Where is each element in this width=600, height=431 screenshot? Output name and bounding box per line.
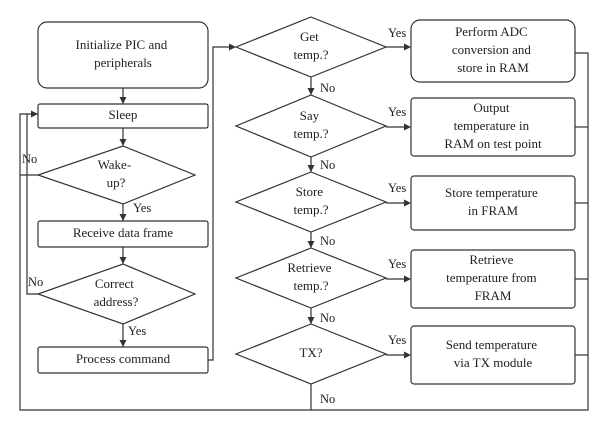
address-decision <box>36 263 197 325</box>
retrieve-yes-label: Yes <box>388 257 406 271</box>
retrieve-no-label: No <box>320 311 335 325</box>
arrowhead <box>119 214 127 221</box>
arrowhead <box>404 275 411 283</box>
get-no-label: No <box>320 81 335 95</box>
branch-labels: No Yes No Yes Yes No Yes No Yes No Yes N… <box>22 26 406 406</box>
arrow-tx-no-loop <box>19 175 312 411</box>
retrieve-temp-label: Retrieve temp.? <box>287 260 334 293</box>
wakeup-yes-label: Yes <box>133 201 151 215</box>
sleep-label: Sleep <box>109 107 138 122</box>
store-temp-label: Store temp.? <box>293 184 328 217</box>
return-bus <box>311 52 589 411</box>
sleep-box <box>37 103 209 129</box>
say-no-label: No <box>320 158 335 172</box>
arrow-process-to-get <box>208 46 229 361</box>
store-yes-label: Yes <box>388 181 406 195</box>
send-tx-label: Send temperature via TX module <box>446 337 541 370</box>
arrowhead <box>404 351 411 359</box>
arrowhead <box>119 340 127 347</box>
store-temp-decision <box>234 171 388 233</box>
arrowhead <box>307 317 315 324</box>
process-label: Process command <box>76 351 171 366</box>
process-box <box>37 346 209 374</box>
address-label: Correct address? <box>94 276 139 309</box>
send-tx-box <box>410 325 576 385</box>
wakeup-decision <box>36 145 197 205</box>
adc-box <box>410 19 576 83</box>
arrowhead <box>119 257 127 264</box>
store-fram-box <box>410 175 576 231</box>
node-labels: Initialize PIC and peripherals Sleep Wak… <box>73 24 542 370</box>
say-yes-label: Yes <box>388 105 406 119</box>
output-box <box>410 97 576 157</box>
arrowhead <box>119 139 127 146</box>
arrowhead <box>404 199 411 207</box>
wakeup-label: Wake- up? <box>98 157 135 190</box>
arrowhead <box>404 43 411 51</box>
arrowhead <box>307 241 315 248</box>
address-no-label: No <box>28 275 43 289</box>
shapes <box>36 16 576 385</box>
store-no-label: No <box>320 234 335 248</box>
get-yes-label: Yes <box>388 26 406 40</box>
arrowhead <box>229 43 236 51</box>
say-temp-decision <box>234 94 388 158</box>
retrieve-fram-box <box>410 249 576 309</box>
arrow-wakeup-no <box>19 113 38 176</box>
arrowhead <box>404 123 411 131</box>
tx-decision <box>234 323 388 385</box>
arrowhead <box>307 88 315 95</box>
get-temp-label: Get temp.? <box>293 29 328 62</box>
address-yes-label: Yes <box>128 324 146 338</box>
say-temp-label: Say temp.? <box>293 108 328 141</box>
init-label: Initialize PIC and peripherals <box>76 37 171 70</box>
arrow-address-no <box>26 114 38 295</box>
tx-yes-label: Yes <box>388 333 406 347</box>
output-label: Output temperature in RAM on test point <box>444 100 542 151</box>
store-fram-label: Store temperature in FRAM <box>445 185 541 218</box>
retrieve-temp-decision <box>234 247 388 309</box>
init-box <box>37 21 209 89</box>
receive-box <box>37 220 209 248</box>
get-temp-decision <box>234 16 388 78</box>
arrowhead <box>31 110 38 118</box>
arrowhead <box>119 97 127 104</box>
tx-no-label: No <box>320 392 335 406</box>
receive-label: Receive data frame <box>73 225 174 240</box>
wakeup-no-label: No <box>22 152 37 166</box>
adc-label: Perform ADC conversion and store in RAM <box>452 24 534 75</box>
retrieve-fram-label: Retrieve temperature from FRAM <box>446 252 540 303</box>
arrowhead <box>307 165 315 172</box>
tx-label: TX? <box>299 345 322 360</box>
connectors <box>19 43 589 411</box>
